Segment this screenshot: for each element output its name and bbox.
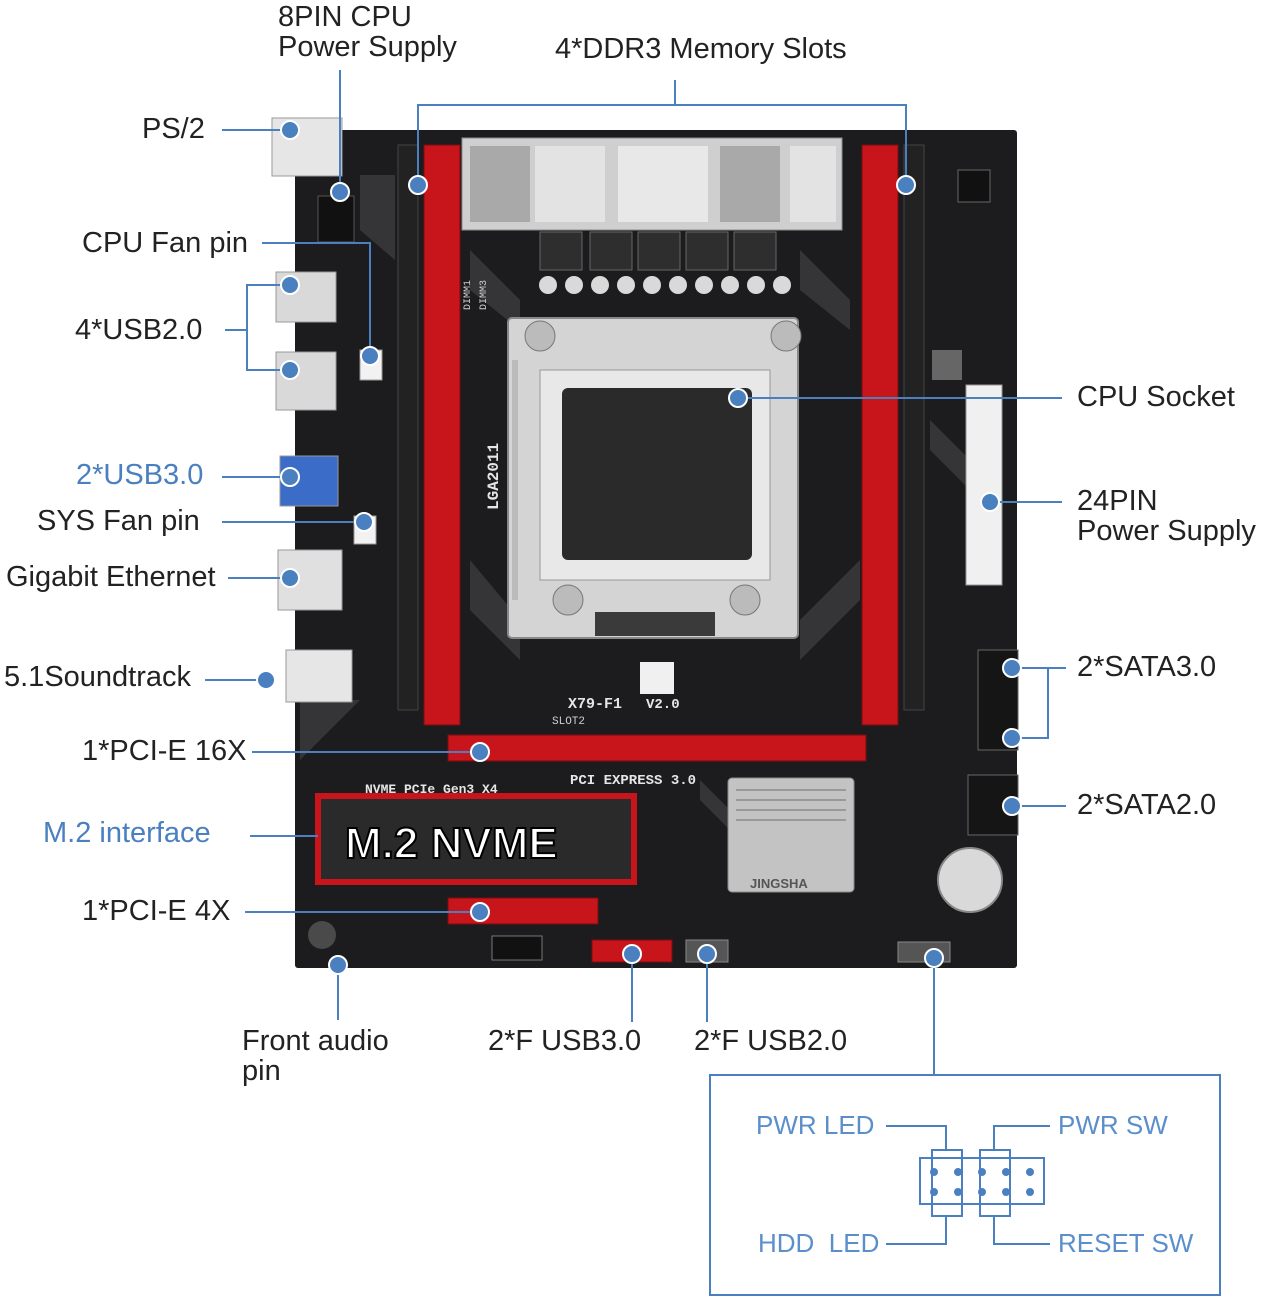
label-sata30: 2*SATA3.0 (1077, 652, 1216, 682)
bios-chip (958, 170, 990, 202)
pcie-16x-slot (448, 735, 866, 761)
dimm-print-a: DIMM1 (463, 280, 474, 310)
label-front-audio-line2: pin (242, 1056, 389, 1086)
cpu-8pin-connector (318, 196, 354, 242)
dimm-slot-2 (424, 145, 460, 725)
chipset-brand: JINGSHA (750, 876, 808, 891)
label-sound: 5.1Soundtrack (4, 662, 191, 692)
label-usb30: 2*USB3.0 (76, 460, 203, 490)
label-pwr-led: PWR LED (756, 1112, 874, 1139)
front-panel-detail (710, 1075, 1220, 1295)
label-pcie4: 1*PCI-E 4X (82, 896, 230, 926)
label-cpu-power-line2: Power Supply (278, 32, 457, 62)
dimm-print-b: DIMM3 (479, 280, 490, 310)
version-print: V2.0 (646, 697, 680, 713)
usb20-port-bottom (276, 352, 336, 410)
pcie-header-print: PCI EXPRESS 3.0 (570, 773, 696, 789)
audio-port (286, 650, 352, 702)
m2-badge: M.2 NVME (345, 819, 558, 868)
dimm-slot-4 (904, 145, 924, 710)
label-ps2: PS/2 (142, 114, 205, 144)
slot-print: SLOT2 (552, 716, 585, 728)
dimm-slot-1 (398, 145, 418, 710)
atx-24pin-connector (966, 385, 1002, 585)
qr-code (640, 662, 674, 694)
label-ethernet: Gigabit Ethernet (6, 562, 216, 592)
cpu-socket-assembly (508, 318, 801, 638)
label-cpu-power-line1: 8PIN CPU (278, 2, 457, 32)
label-cpu-fan: CPU Fan pin (82, 228, 248, 258)
label-pwr-sw: PWR SW (1058, 1112, 1168, 1139)
label-reset-sw: RESET SW (1058, 1230, 1193, 1257)
label-usb20: 4*USB2.0 (75, 315, 202, 345)
vrm-chokes (540, 232, 776, 270)
label-sata20: 2*SATA2.0 (1077, 790, 1216, 820)
label-front-audio-line1: Front audio (242, 1026, 389, 1056)
label-ddr3-slots: 4*DDR3 Memory Slots (555, 34, 847, 64)
label-atx-power: 24PIN Power Supply (1077, 486, 1256, 547)
label-front-audio: Front audio pin (242, 1026, 389, 1087)
front-audio-header (308, 921, 336, 949)
label-m2: M.2 interface (43, 818, 211, 848)
socket-print: LGA2011 (485, 443, 503, 510)
label-cpu-power: 8PIN CPU Power Supply (278, 2, 457, 63)
label-cpu-socket: CPU Socket (1077, 382, 1235, 412)
vrm-chip (932, 350, 962, 380)
label-f-usb20: 2*F USB2.0 (694, 1026, 847, 1056)
dimm-slot-3 (862, 145, 898, 725)
model-print: X79-F1 (568, 696, 622, 713)
cmos-battery (938, 848, 1002, 912)
com-header (492, 936, 542, 960)
label-sys-fan: SYS Fan pin (37, 506, 200, 536)
vrm-heatsink (462, 138, 842, 230)
label-atx-power-line1: 24PIN (1077, 486, 1256, 516)
label-pcie16: 1*PCI-E 16X (82, 736, 246, 766)
chipset-heatsink (728, 778, 854, 892)
nvme-header-print: NVME PCIe Gen3 X4 (365, 782, 498, 797)
label-f-usb30: 2*F USB3.0 (488, 1026, 641, 1056)
label-atx-power-line2: Power Supply (1077, 516, 1256, 546)
label-hdd-led: HDD LED (758, 1230, 879, 1257)
